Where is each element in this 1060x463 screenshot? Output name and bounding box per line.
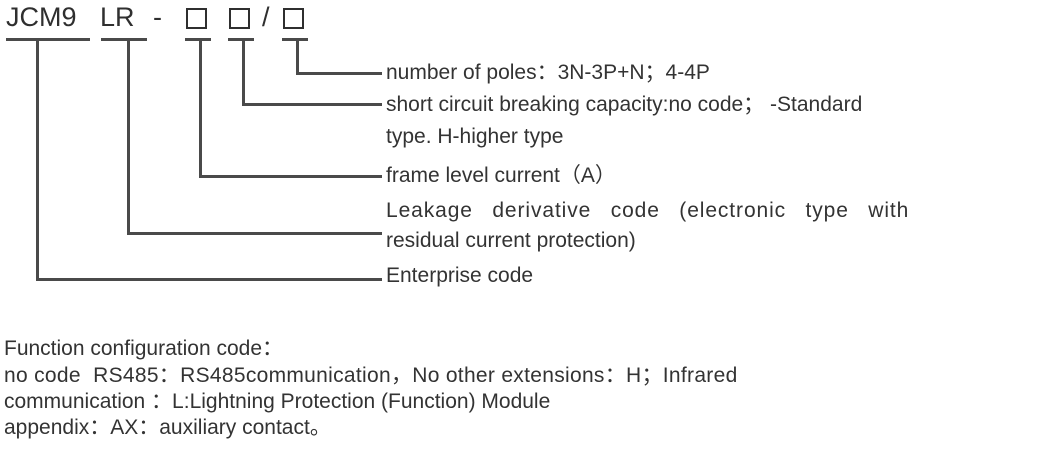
code-placeholder-box-3 [283,8,304,29]
callout-short-circuit-capacity-line-2: type. H-higher type [386,125,564,148]
note-lightning-protection-module: communication ：L:Lightning Protection (F… [4,390,551,413]
callout-enterprise-code: Enterprise code [386,264,534,287]
code-placeholder-box-1 [186,8,207,29]
leader-horizontal-number-of-poles [296,72,382,75]
code-segment-dash: - [153,2,162,32]
callout-leakage-derivative-code-line-1: Leakage derivative code (electronic type… [386,199,910,222]
leader-horizontal-frame-current [199,175,382,178]
underline-box-2 [228,38,254,41]
underline-brand [6,38,90,41]
note-function-configuration-code: Function configuration code： [4,337,283,360]
note-communication-options: no code RS485：RS485communication，No othe… [4,364,738,387]
callout-short-circuit-capacity-line-1: short circuit breaking capacity:no code；… [386,93,863,116]
callout-number-of-poles: number of poles：3N-3P+N；4-4P [386,61,710,84]
note-appendix-auxiliary-contact: appendix：AX：auxiliary contact。 [4,416,331,439]
callout-frame-level-current: frame level current（A） [386,164,616,187]
leader-vertical-leakage-code [127,38,130,235]
leader-horizontal-short-circuit [242,103,382,106]
code-placeholder-box-2 [229,8,250,29]
leader-horizontal-enterprise-code [36,278,382,281]
underline-box-1 [185,38,211,41]
leader-vertical-enterprise-code [36,38,39,281]
leader-vertical-short-circuit [242,38,245,106]
leader-vertical-number-of-poles [296,38,299,75]
leader-vertical-frame-current [199,38,202,178]
product-code-string: JCM9 LR - / [0,0,340,40]
underline-box-3 [282,38,308,41]
callout-leakage-derivative-code-line-2: residual current protection) [386,229,636,252]
code-segment-series: LR [100,2,135,32]
underline-series [101,38,147,41]
code-segment-slash: / [262,2,270,32]
leader-horizontal-leakage-code [127,232,382,235]
code-segment-brand: JCM9 [6,2,77,32]
